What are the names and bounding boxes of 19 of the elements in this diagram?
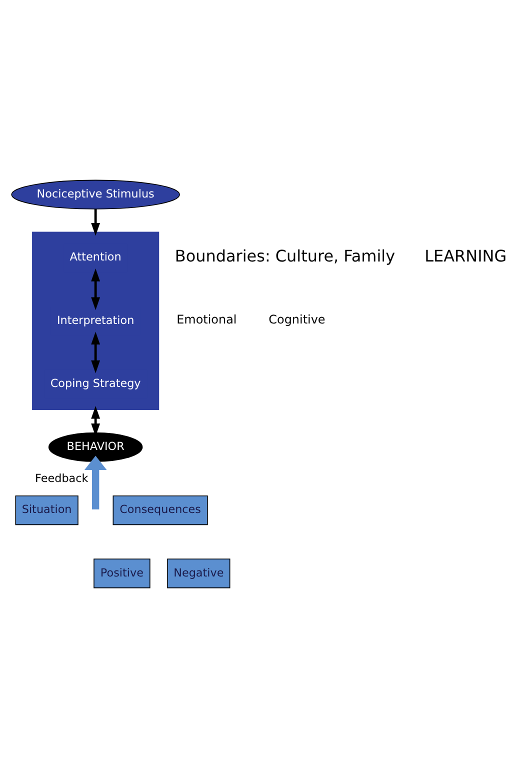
label: LEARNING: [424, 246, 507, 266]
edge-label: Feedback: [35, 472, 88, 485]
node-label: Emotional: [176, 312, 237, 326]
arrow: [91, 331, 100, 373]
node-box: Consequences: [112, 495, 208, 525]
node-ellipse: BEHAVIOR: [48, 432, 143, 462]
node-text: Interpretation: [56, 313, 134, 326]
node-text: Attention: [70, 250, 122, 264]
label: Boundaries: Culture, Family: [174, 246, 396, 266]
cluster: [32, 231, 160, 410]
node-box: Negative: [167, 558, 230, 588]
node-box: Situation: [15, 495, 78, 525]
node-label: Cognitive: [268, 312, 326, 326]
node-text: Coping Strategy: [50, 376, 141, 390]
node-box: Positive: [94, 558, 150, 588]
arrow: [91, 208, 100, 236]
node-ellipse: Nociceptive Stimulus: [11, 179, 180, 209]
arrow: [84, 455, 107, 509]
arrow: [91, 268, 100, 310]
